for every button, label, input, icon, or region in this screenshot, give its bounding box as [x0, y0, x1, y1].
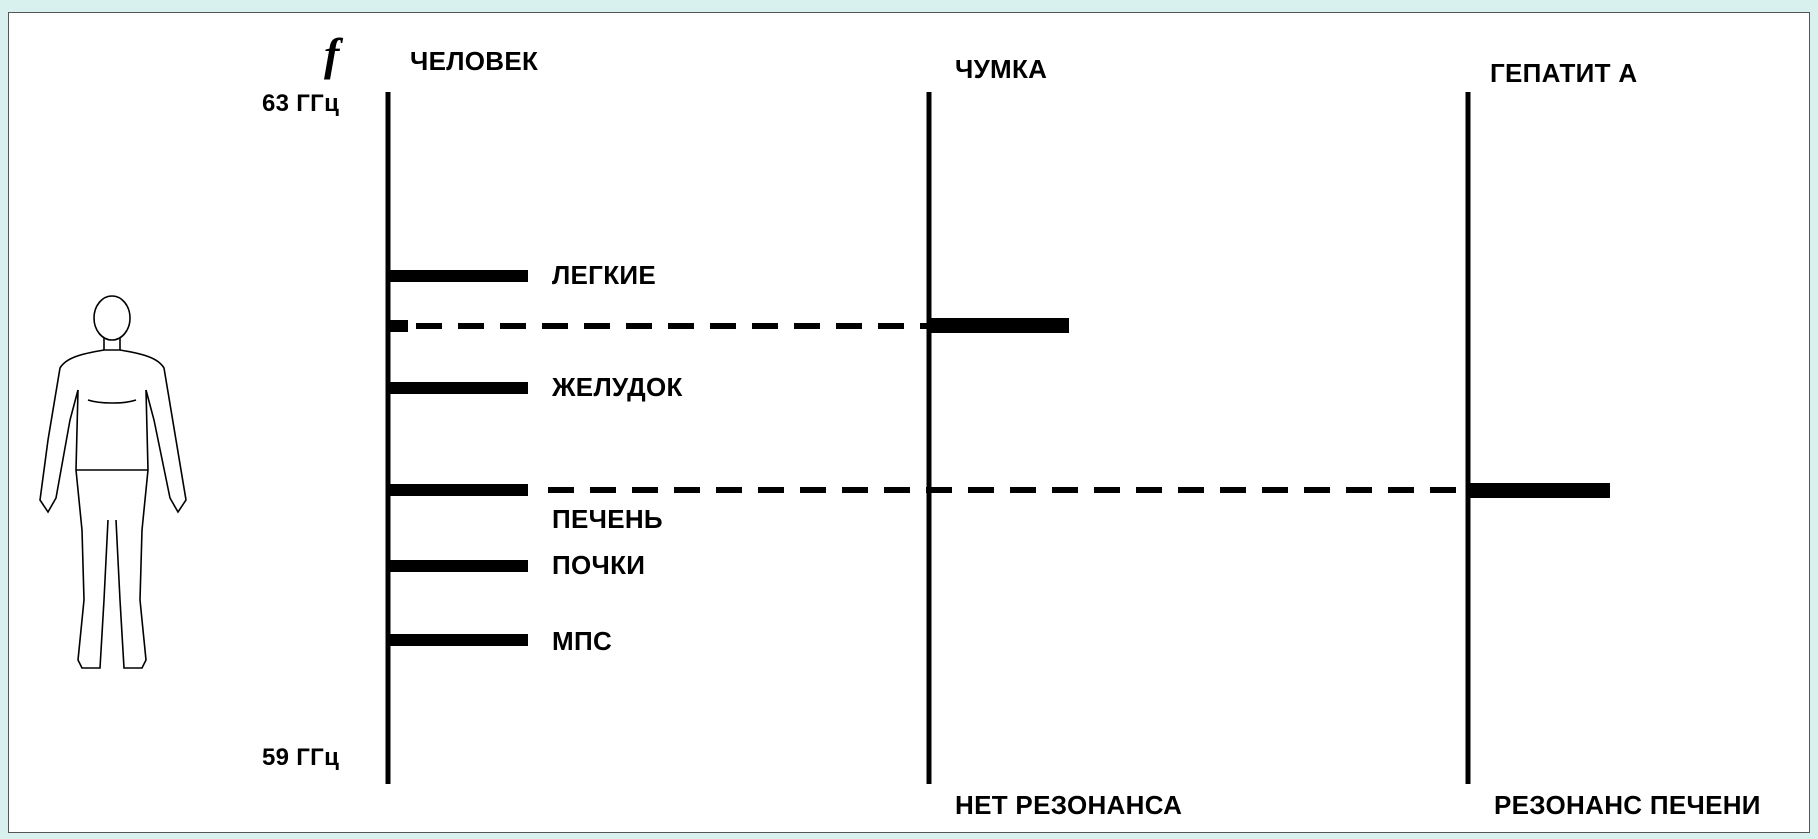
- frequency-symbol: f: [324, 29, 340, 80]
- human-figure-icon: [39, 295, 187, 669]
- organ-label-stomach: ЖЕЛУДОК: [552, 372, 683, 402]
- frequency-top-label: 63 ГГц: [262, 90, 340, 117]
- column-header-human: ЧЕЛОВЕК: [410, 46, 539, 76]
- column-header-plague: ЧУМКА: [955, 54, 1048, 84]
- organ-mark-lungs: [388, 270, 528, 282]
- organ-mark-kidneys: [388, 560, 528, 572]
- organ-label-kidneys: ПОЧКИ: [552, 550, 646, 580]
- hepatitis-mark: [1468, 483, 1610, 498]
- organ-label-lungs: ЛЕГКИЕ: [552, 260, 657, 290]
- organ-mark-liver: [388, 484, 528, 496]
- organ-label-mps: МПС: [552, 626, 613, 656]
- organ-mark-stomach: [388, 382, 528, 394]
- frequency-bottom-label: 59 ГГц: [262, 744, 340, 771]
- organ-mark-unlabeled: [388, 320, 408, 332]
- organ-label-liver: ПЕЧЕНЬ: [552, 504, 663, 534]
- column-header-hepatitis: ГЕПАТИТ А: [1490, 58, 1638, 88]
- column-footer-hepatitis: РЕЗОНАНС ПЕЧЕНИ: [1494, 790, 1761, 820]
- column-footer-plague: НЕТ РЕЗОНАНСА: [955, 790, 1183, 820]
- organ-mark-mps: [388, 634, 528, 646]
- plague-mark: [929, 318, 1069, 333]
- diagram-frame: [8, 12, 1810, 833]
